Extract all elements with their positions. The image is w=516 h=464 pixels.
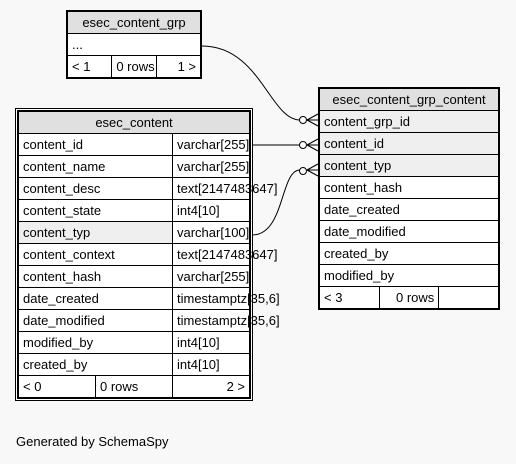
footer-rows: 0 rows: [111, 55, 157, 78]
crowfoot-circle: [299, 116, 307, 124]
column-type: timestamptz[35,6]: [172, 287, 280, 310]
column-name: content_hash: [18, 265, 173, 288]
table-esec-content-grp: esec_content_grp ... < 1 0 rows 1 >: [66, 10, 202, 79]
column-name: content_hash: [319, 176, 499, 199]
footer-rows: 0 rows: [95, 375, 173, 398]
column-type: timestamptz[35,6]: [172, 309, 280, 332]
footer-children: 2 >: [172, 375, 250, 398]
column-name: modified_by: [319, 264, 499, 287]
table-esec-content-grp-content: esec_content_grp_content content_grp_id …: [318, 87, 500, 310]
crowfoot-marker: [306, 113, 319, 127]
column-type: int4[10]: [172, 353, 250, 376]
column-type: varchar[100]: [172, 221, 250, 244]
column-name: content_desc: [18, 177, 173, 200]
column-type: varchar[255]: [172, 133, 250, 156]
crowfoot-marker: [306, 138, 319, 152]
footer-rows: 0 rows: [378, 286, 440, 309]
column-type: int4[10]: [172, 331, 250, 354]
column-type: text[2147483647]: [172, 177, 277, 200]
table-title: esec_content_grp: [67, 11, 201, 34]
table-row: ...: [67, 33, 201, 56]
column-name: content_id: [18, 133, 173, 156]
crowfoot-circle: [299, 141, 307, 149]
column-name: date_modified: [18, 309, 173, 332]
column-name: created_by: [18, 353, 173, 376]
footer-parents: < 3: [319, 286, 380, 309]
relationship-line-content-typ: [251, 169, 301, 236]
column-name: date_created: [18, 287, 173, 310]
column-type: varchar[255]: [172, 265, 250, 288]
column-name: content_typ: [18, 221, 173, 244]
crowfoot-marker: [306, 163, 319, 177]
column-type: text[2147483647]: [172, 243, 277, 266]
footer-parents: < 0: [18, 375, 96, 398]
column-type: int4[10]: [172, 199, 250, 222]
relationship-line-grp: [201, 45, 301, 121]
column-name: modified_by: [18, 331, 173, 354]
table-title: esec_content: [18, 111, 250, 134]
footer-parents: < 1: [66, 55, 113, 78]
column-type: varchar[255]: [172, 155, 250, 178]
table-title: esec_content_grp_content: [319, 88, 499, 111]
column-name: created_by: [319, 242, 499, 265]
column-name: date_created: [319, 198, 499, 221]
column-name: content_id: [319, 132, 499, 155]
column-name: content_context: [18, 243, 173, 266]
column-name: date_modified: [319, 220, 499, 243]
column-name: content_name: [18, 155, 173, 178]
footer-children: [438, 286, 499, 309]
crowfoot-circle: [299, 167, 307, 175]
footer-children: 1 >: [155, 55, 202, 78]
column-name: content_typ: [319, 154, 499, 177]
column-name: content_grp_id: [319, 110, 499, 133]
column-name: content_state: [18, 199, 173, 222]
generated-by-label: Generated by SchemaSpy: [16, 434, 169, 449]
